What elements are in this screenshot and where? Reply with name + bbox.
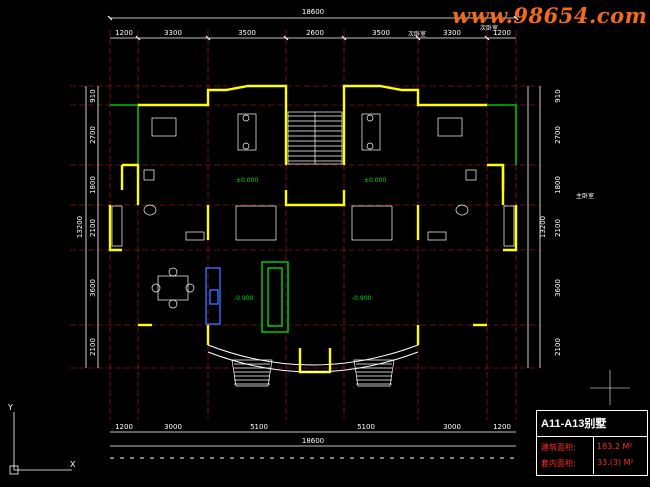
dim-bottom-seg: 5100 <box>357 423 375 431</box>
level-marker: -0.900 <box>234 295 254 302</box>
dim-top-seg: 3500 <box>238 29 256 37</box>
info-value: 33.(3) M² <box>597 458 634 467</box>
level-marker: ±0.000 <box>236 177 258 184</box>
info-value: 183.2 M² <box>597 442 633 451</box>
info-label: 套内面积: <box>541 459 576 468</box>
axis-labels: Y X <box>7 403 76 469</box>
dim-left-seg: 2700 <box>89 126 97 144</box>
dim-right-seg: 2700 <box>554 126 562 144</box>
info-box: A11-A13别墅 建筑面积: 183.2 M² 套内面积: 33.(3) M² <box>536 410 648 476</box>
info-divider <box>593 436 594 474</box>
dim-top-total: 18600 <box>302 8 324 16</box>
dim-bottom-seg: 1200 <box>115 423 133 431</box>
info-separator <box>537 436 647 437</box>
watermark-text: www.98654.com <box>452 3 648 28</box>
dim-bottom-seg: 3000 <box>164 423 182 431</box>
yellow-walls <box>108 84 518 374</box>
annotation-top-a: 次卧室 <box>408 30 426 38</box>
axis-x-label: X <box>70 460 76 469</box>
room-annotations: 次卧室 次卧室 主卧室 <box>408 24 594 200</box>
dim-right-seg: 2100 <box>554 219 562 237</box>
dim-left-seg: 2100 <box>89 338 97 356</box>
axis-y-label: Y <box>7 403 13 412</box>
annotation-right: 主卧室 <box>576 192 594 200</box>
info-label: 建筑面积: <box>541 443 576 452</box>
dim-right-seg: 2100 <box>554 338 562 356</box>
dim-top-seg: 3300 <box>443 29 461 37</box>
dim-top-seg: 1200 <box>493 29 511 37</box>
dim-bottom-seg: 3000 <box>443 423 461 431</box>
level-marker: ±0.000 <box>364 177 386 184</box>
dim-top-seg: 3500 <box>372 29 390 37</box>
crosshair <box>590 370 630 405</box>
dim-right-seg: 3600 <box>554 279 562 297</box>
furniture <box>111 113 515 309</box>
dim-left-seg: 910 <box>89 89 97 102</box>
dim-left-seg: 1800 <box>89 176 97 194</box>
dim-right-seg: 1800 <box>554 176 562 194</box>
dim-top-seg: 3300 <box>164 29 182 37</box>
bay-wall <box>207 344 419 373</box>
annotation-top-b: 次卧室 <box>480 24 498 32</box>
dim-left-seg: 2100 <box>89 219 97 237</box>
dimension-lines <box>85 15 541 447</box>
dim-top-seg: 2600 <box>306 29 324 37</box>
level-markers: ±0.000 ±0.000 -0.900 -0.900 <box>234 177 386 302</box>
dim-bottom-seg: 1200 <box>493 423 511 431</box>
tv-cabinet <box>205 267 221 325</box>
dim-right-seg: 910 <box>554 89 562 102</box>
axis-indicator <box>9 412 72 475</box>
dim-left-total: 13200 <box>76 216 84 238</box>
dim-bottom-total: 18600 <box>302 437 324 445</box>
dimension-texts: 18600 1200 3300 3500 2600 3500 3300 1200… <box>76 8 562 445</box>
grid-lines <box>70 30 540 420</box>
green-walls <box>110 104 517 333</box>
dim-left-seg: 3600 <box>89 279 97 297</box>
dim-top-seg: 1200 <box>115 29 133 37</box>
dim-bottom-seg: 5100 <box>250 423 268 431</box>
stairs <box>231 111 395 387</box>
dim-right-total: 13200 <box>539 216 547 238</box>
info-title: A11-A13别墅 <box>541 418 607 430</box>
level-marker: -0.900 <box>352 295 372 302</box>
